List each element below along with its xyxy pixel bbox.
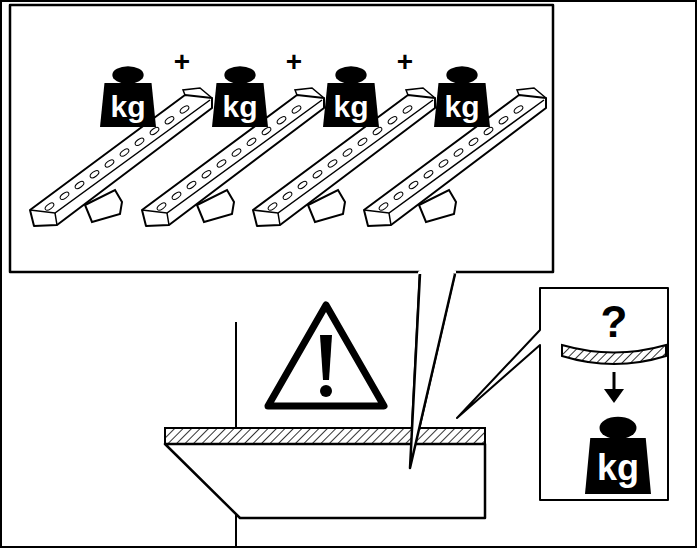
weight-symbol: kg: [585, 438, 651, 494]
plus-sign: +: [174, 48, 190, 76]
plus-sign: +: [286, 48, 302, 76]
weight-unit: kg: [444, 88, 479, 122]
callout-tail: [410, 274, 455, 468]
light-fixture: [364, 88, 546, 226]
weight-unit: kg: [222, 88, 257, 122]
sagging-ceiling: [562, 345, 666, 364]
weight-handle: [335, 66, 366, 84]
weight-symbol: kg: [100, 83, 156, 127]
ceiling-fixture: [165, 444, 485, 518]
ceiling: [165, 428, 485, 444]
weight-symbol: kg: [212, 83, 268, 127]
callout-panel: [10, 5, 553, 468]
weight-symbol: kg: [323, 83, 379, 127]
weight-handle: [112, 66, 143, 84]
weight-unit: kg: [597, 446, 639, 486]
question-mark: ?: [601, 300, 628, 344]
load-arrow-head: [604, 389, 624, 403]
weight-handle: [224, 66, 255, 84]
warning-sign: [268, 305, 384, 406]
weight-unit: kg: [333, 88, 368, 122]
plus-sign: +: [397, 48, 413, 76]
weight-symbol: kg: [434, 83, 490, 127]
weight-handle: [446, 66, 477, 84]
weight-handle: [600, 417, 637, 439]
weight-unit: kg: [110, 88, 145, 122]
detail-callout: [457, 288, 668, 500]
